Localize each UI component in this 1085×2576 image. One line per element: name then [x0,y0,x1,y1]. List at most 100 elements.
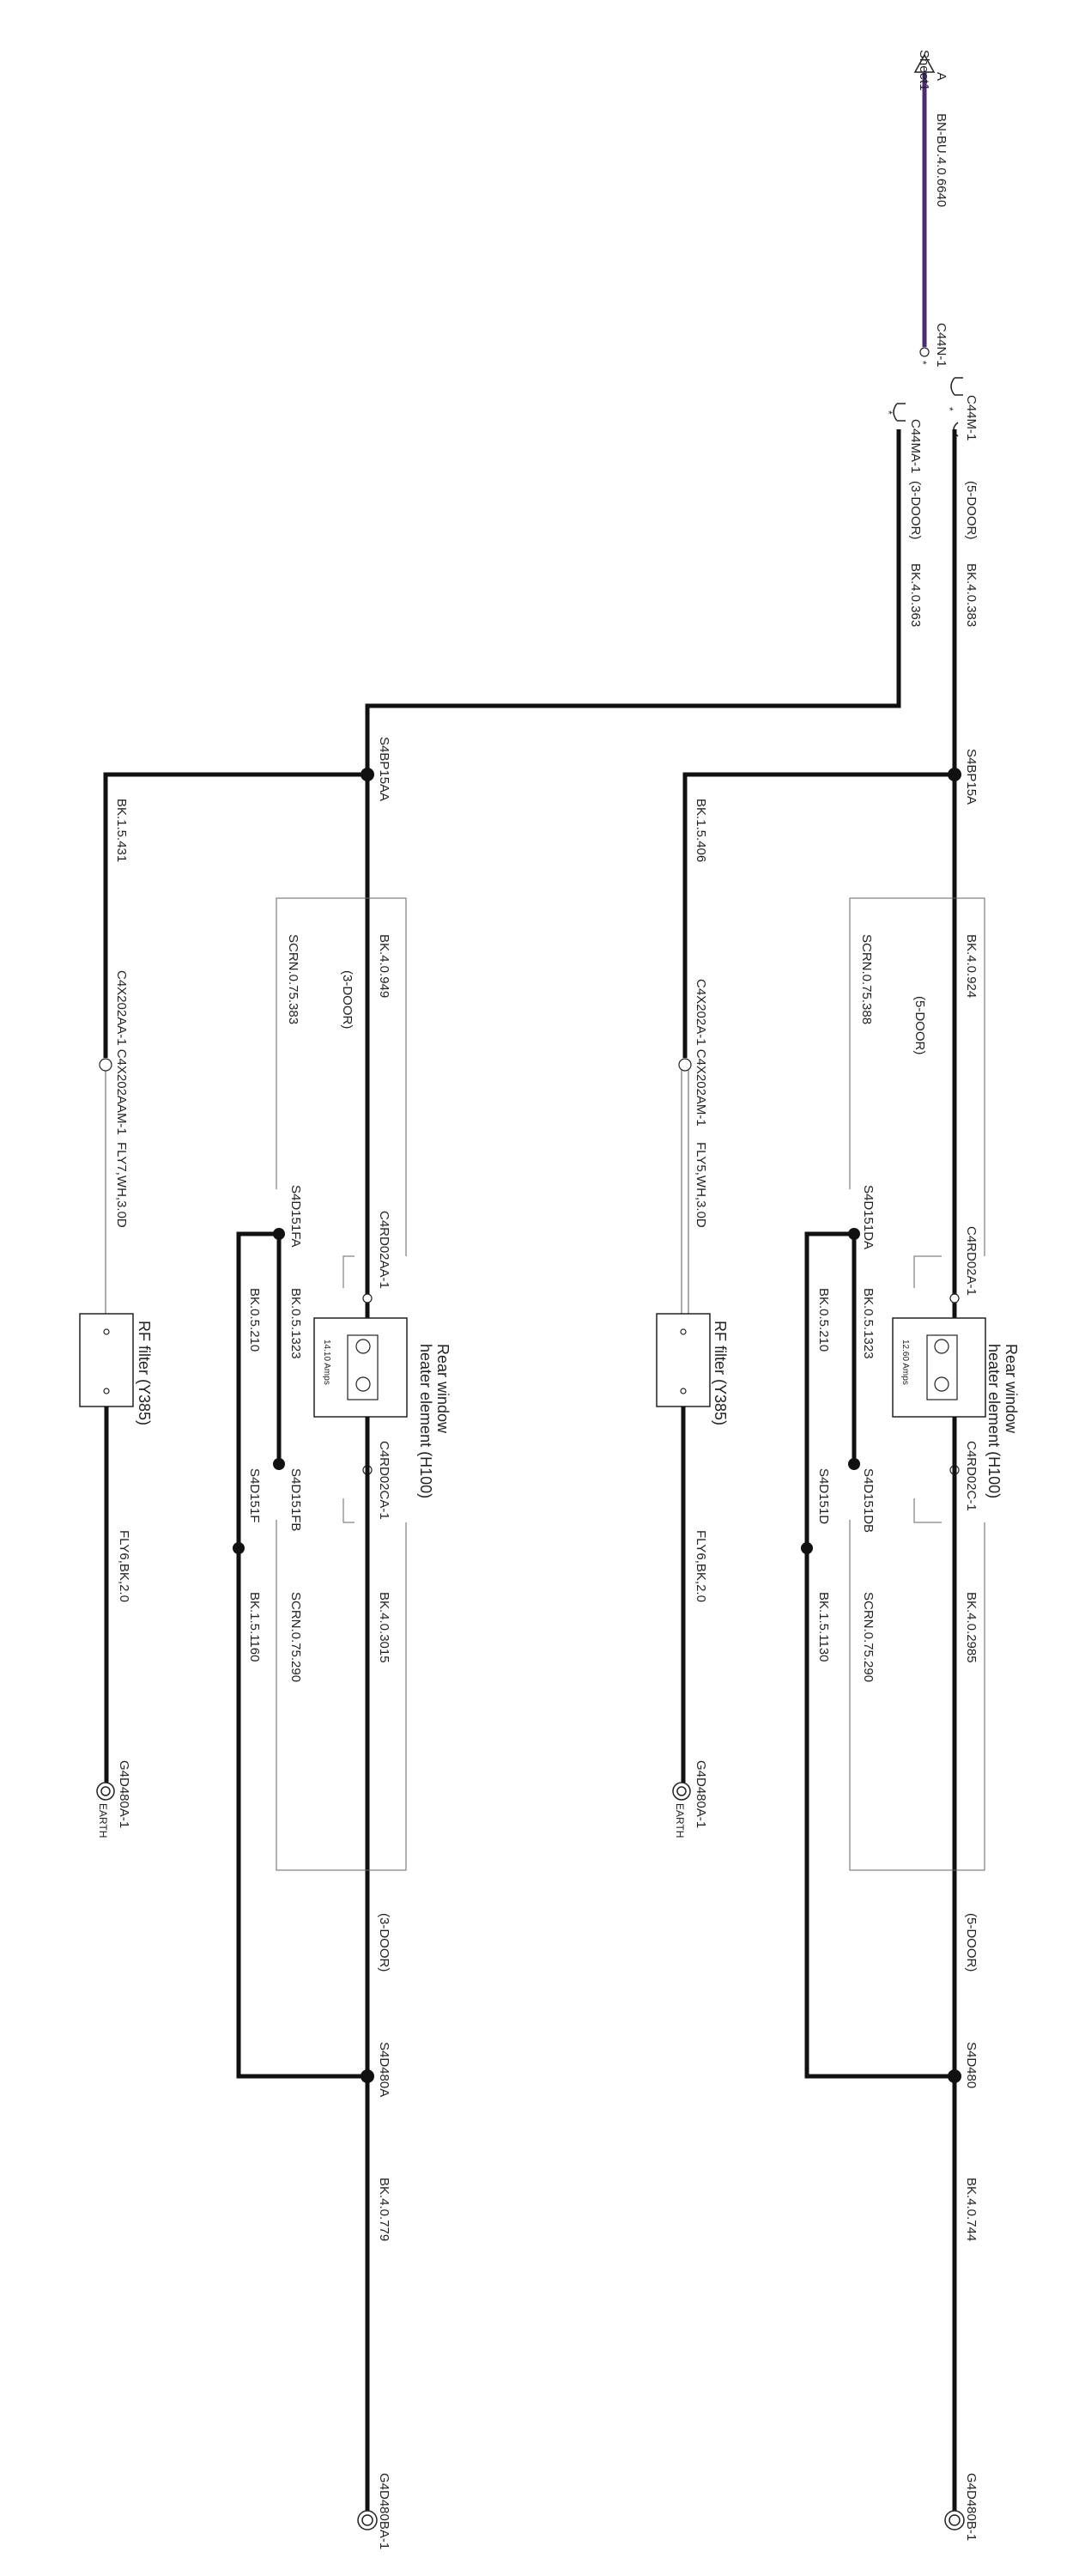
earth-bottom-icon [357,2510,378,2530]
shield-bracket-bottom [276,1520,407,1871]
sheet-arrow-sheet: Sheet1 [917,50,931,91]
shield-bracket-side-a [913,1255,942,1288]
filter-conn-label: C4X202AA-1 C4X202AAM-1 [114,970,129,1135]
feed-wire-label: BN-BU.4.0.6640 [934,113,949,207]
heater-variant-label: (5-DOOR) [912,996,927,1054]
splice-b-node [273,1458,285,1470]
crossover-wire [365,429,901,775]
shield-in-label: SCRN.0.75.383 [286,934,300,1024]
filter-wire2-label: FLY5,WH,3.0D [694,1142,708,1228]
splice-top-label: S4BP15AA [377,737,391,801]
feed-pin-mark: * [917,361,929,365]
heater-name-line-2: heater element (H100) [985,1344,1003,1498]
splice-bottom-node [361,2069,374,2083]
heater-conn-out-label: C4RD02CA-1 [377,1441,391,1520]
wire-bottom-label: BK.4.0.744 [964,2178,979,2241]
heater-pin-2 [934,1376,949,1392]
filter-conn-label: C4X202A-1 C4X202AM-1 [694,979,708,1127]
heater-wire-in-label: BK.4.0.924 [964,934,979,998]
splice-c-label: S4D151F [247,1468,262,1522]
filter-name: RF filter (Y385) [136,1321,153,1425]
connector-c44ma-icon [893,403,906,422]
wire-in-label: BK.4.0.363 [908,563,923,627]
wire-c-label: BK.1.5.1130 [816,1592,831,1662]
heater-name-line-2: heater element (H100) [417,1344,434,1498]
heater-terminal-in [949,1293,960,1303]
connector-label: C44M-1 [964,395,979,440]
filter-branch-wire [682,772,955,1058]
heater-conn-out-label: C4RD02C-1 [964,1441,979,1511]
filter-terminal-in [103,1328,110,1335]
heater-rating: 12.60 Amps [900,1340,910,1385]
wire-b-label: BK.0.5.210 [816,1288,831,1352]
splice-top-label: S4BP15A [964,749,979,805]
earth-icon [96,1782,115,1801]
shield-bracket-side-b [913,1498,942,1523]
filter-out-label: FLY6,BK,2.0 [117,1530,131,1602]
filter-earth-label: G4D480A-1 [694,1760,708,1828]
shield-bracket-top [276,897,407,1256]
earth-bottom-label: G4D480BA-1 [377,2473,391,2549]
earth-icon [672,1782,691,1801]
filter-conn-terminal [99,1058,112,1072]
heater-wire-in-label: BK.4.0.949 [377,934,391,998]
three-door-circuit: C44MA-1 * (3-DOOR) BK.4.0.363 S4BP15AA B… [79,403,923,2549]
sheet-arrow-letter: A [934,72,949,81]
splice-c-node [233,1542,245,1554]
feed-terminal [919,347,930,357]
filter-wire-label: BK.1.5.406 [694,799,708,862]
filter-terminal-in [680,1328,687,1335]
splice-a-label: S4D151FA [288,1185,303,1248]
splice-c-node [801,1542,813,1554]
feed-connector-label: C44N-1 [934,323,949,368]
filter-earth-label: G4D480A-1 [117,1760,131,1828]
shield-bracket-side-b [342,1498,355,1523]
wire-c-label: BK.1.5.1160 [247,1592,262,1662]
filter-name: RF filter (Y385) [712,1321,729,1425]
shield-bracket-side-a [342,1255,355,1288]
earth-label: EARTH [674,1803,686,1838]
splice-b-label: S4D151DB [861,1468,876,1533]
shield-out-label: SCRN.0.75.290 [861,1592,876,1682]
splice-c-label: S4D151D [816,1468,831,1524]
filter-out-label: FLY6,BK,2.0 [694,1530,708,1602]
wire-bottom-label: BK.4.0.779 [377,2178,391,2241]
connector-label: C44MA-1 [908,419,923,473]
shield-out-label: SCRN.0.75.290 [288,1592,303,1682]
heater-pin-1 [355,1339,371,1354]
wire-a-label: BK.0.5.1323 [861,1288,876,1359]
five-door-circuit: C44M-1 * (5-DOOR) BK.4.0.383 S4BP15A BK.… [656,377,1020,2541]
shield-in-label: SCRN.0.75.388 [859,934,874,1024]
variant-bottom-label: (5-DOOR) [964,1913,979,1971]
wire-a-label: BK.0.5.1323 [288,1288,303,1359]
filter-terminal-out [680,1388,687,1394]
screen-wire [236,1231,367,2079]
variant-bottom-label: (3-DOOR) [377,1913,391,1971]
heater-name-line-1: Rear window [434,1344,452,1434]
filter-conn-terminal [678,1058,692,1072]
filter-wire2-label: FLY7,WH,3.0D [114,1142,129,1228]
heater-wire-out-label: BK.4.0.2985 [964,1592,979,1663]
pin-mark: * [882,410,894,415]
splice-bottom-node [948,2069,961,2083]
earth-bottom-icon [944,2510,965,2530]
heater-rating: 14.10 Amps [322,1340,331,1385]
connector-c44m-icon [950,377,963,437]
heater-conn-in-label: C4RD02A-1 [964,1226,979,1296]
top-feed: A Sheet1 BN-BU.4.0.6640 C44N-1 * [913,50,949,368]
filter-terminal-out [103,1388,110,1394]
heater-wire-out-label: BK.4.0.3015 [377,1592,391,1663]
heater-terminal-in [362,1293,373,1303]
heater-pin-1 [934,1339,949,1354]
heater-variant-label: (3-DOOR) [340,970,355,1029]
variant-label: (5-DOOR) [964,481,979,539]
earth-bottom-label: G4D480B-1 [964,2473,979,2541]
heater-name-line-1: Rear window [1003,1344,1020,1434]
filter-branch-wire [103,772,367,1058]
splice-b-label: S4D151FB [288,1468,303,1531]
variant-label: (3-DOOR) [908,481,923,539]
pin-mark: * [943,407,955,411]
splice-bottom-label: S4D480A [377,2042,391,2097]
shield-bracket-bottom [849,1520,985,1871]
